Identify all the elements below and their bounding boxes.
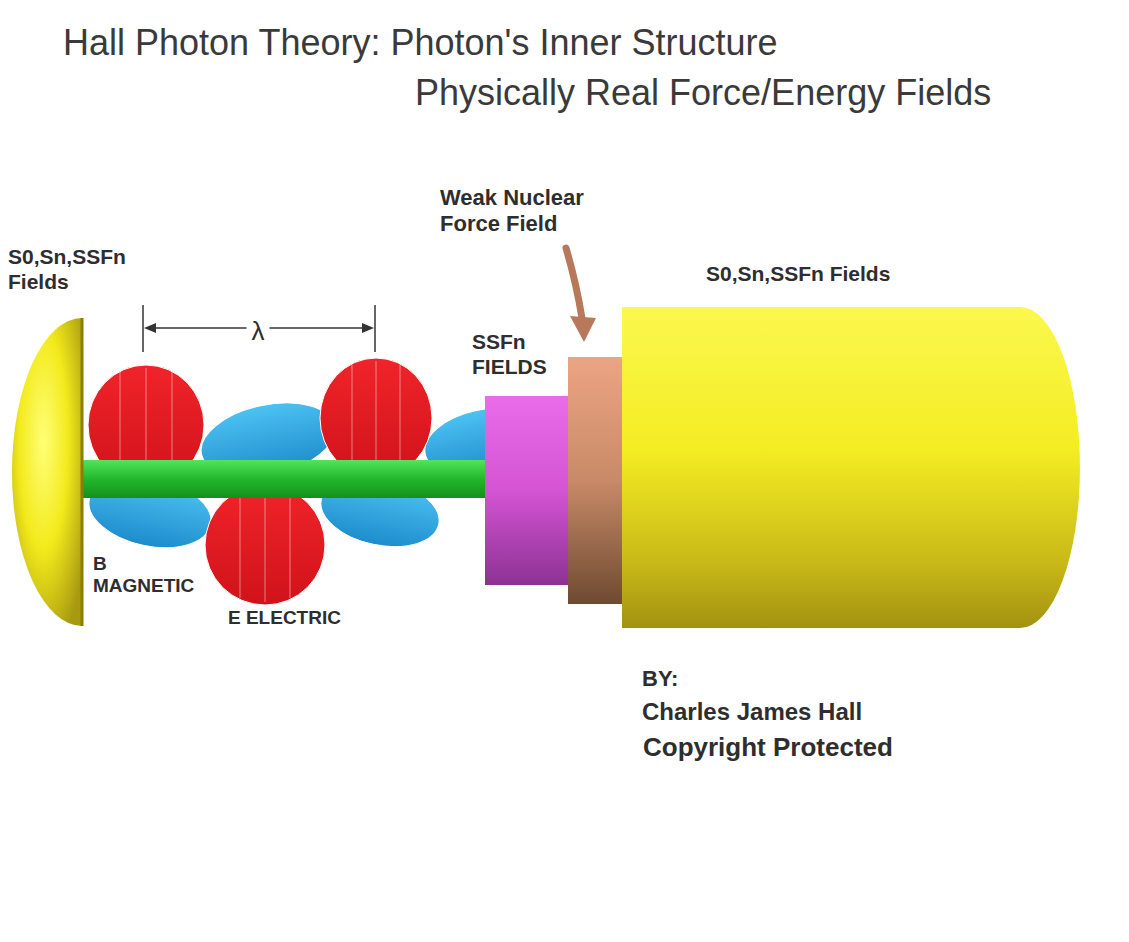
author-name: Charles James Hall (642, 698, 862, 726)
end-cap-rim (81, 318, 84, 626)
end-cap-shape (12, 318, 84, 626)
wavelength-symbol: λ (247, 318, 270, 344)
byline: BY: (642, 666, 678, 691)
title-spacer (853, 18, 1015, 68)
leader-arrow (566, 248, 596, 342)
field-label: S0,Sn,SSFn Fields (8, 245, 138, 295)
title-block: Hall Photon Theory: Photon's Inner Struc… (63, 18, 1015, 118)
field-label: Weak Nuclear Force Field (440, 185, 615, 237)
wavelength-dimension (143, 305, 375, 352)
magnetic-label: B MAGNETIC (93, 553, 208, 597)
photon-axis-rod (82, 460, 488, 498)
copyright-note: Copyright Protected (643, 733, 893, 763)
field-label: S0,Sn,SSFn Fields (706, 262, 966, 287)
electric-lobe (205, 485, 325, 605)
capsule-outline (622, 307, 1080, 628)
diagram-title: Hall Photon Theory: Photon's Inner Struc… (63, 22, 991, 113)
field-label: SSFn FIELDS (472, 330, 567, 380)
field-end-cap: S0,Sn,SSFn Fields (12, 318, 84, 626)
weak-force-block: Weak Nuclear Force Field (568, 357, 623, 604)
field-capsule: S0,Sn,SSFn Fields (622, 307, 1080, 628)
ssfn-field-block: SSFn FIELDS (485, 396, 568, 585)
electric-label: E ELECTRIC (228, 607, 343, 629)
end-cap-outline (12, 318, 82, 626)
capsule-shape (622, 307, 1080, 628)
